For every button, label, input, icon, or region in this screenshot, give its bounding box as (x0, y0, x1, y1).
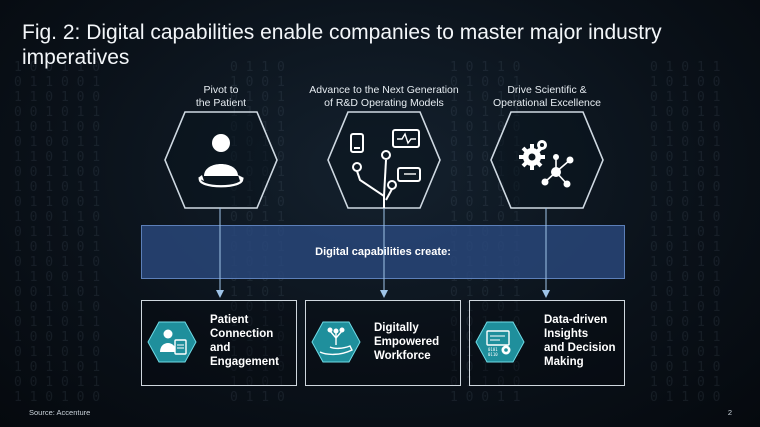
pillar-label-rnd: Advance to the Next Generation of R&D Op… (309, 84, 459, 109)
capabilities-band (141, 225, 625, 279)
outcome-label-patient: Patient Connection and Engagement (210, 314, 280, 368)
svg-text:0110: 0110 (488, 352, 498, 357)
source-note: Source: Accenture (29, 408, 91, 417)
patient-device-icon (160, 329, 187, 355)
pillar-label-excellence: Drive Scientific & Operational Excellenc… (493, 84, 601, 109)
capabilities-band-text: Digital capabilities create: (315, 246, 451, 258)
gears-network-icon (519, 140, 574, 188)
hexagon-excellence (490, 111, 604, 209)
hand-circuit-icon (319, 327, 353, 356)
hexagon-rnd (327, 111, 441, 209)
page-number: 2 (727, 408, 732, 417)
data-gears-icon: 0101 0110 (486, 330, 511, 357)
patient-rotate-icon (198, 134, 244, 188)
outcome-label-insights: Data-driven Insights and Decision Making (544, 314, 616, 368)
pillar-label-patient: Pivot to the Patient (195, 84, 247, 109)
svg-text:0101: 0101 (488, 347, 498, 352)
small-hexagon-patient (147, 321, 197, 363)
small-hexagon-insights (475, 321, 525, 363)
hexagon-patient (164, 111, 278, 209)
outcome-label-workforce: Digitally Empowered Workforce (374, 322, 440, 362)
circuit-tree-icon (350, 129, 421, 208)
page-title: Fig. 2: Digital capabilities enable comp… (22, 21, 662, 69)
